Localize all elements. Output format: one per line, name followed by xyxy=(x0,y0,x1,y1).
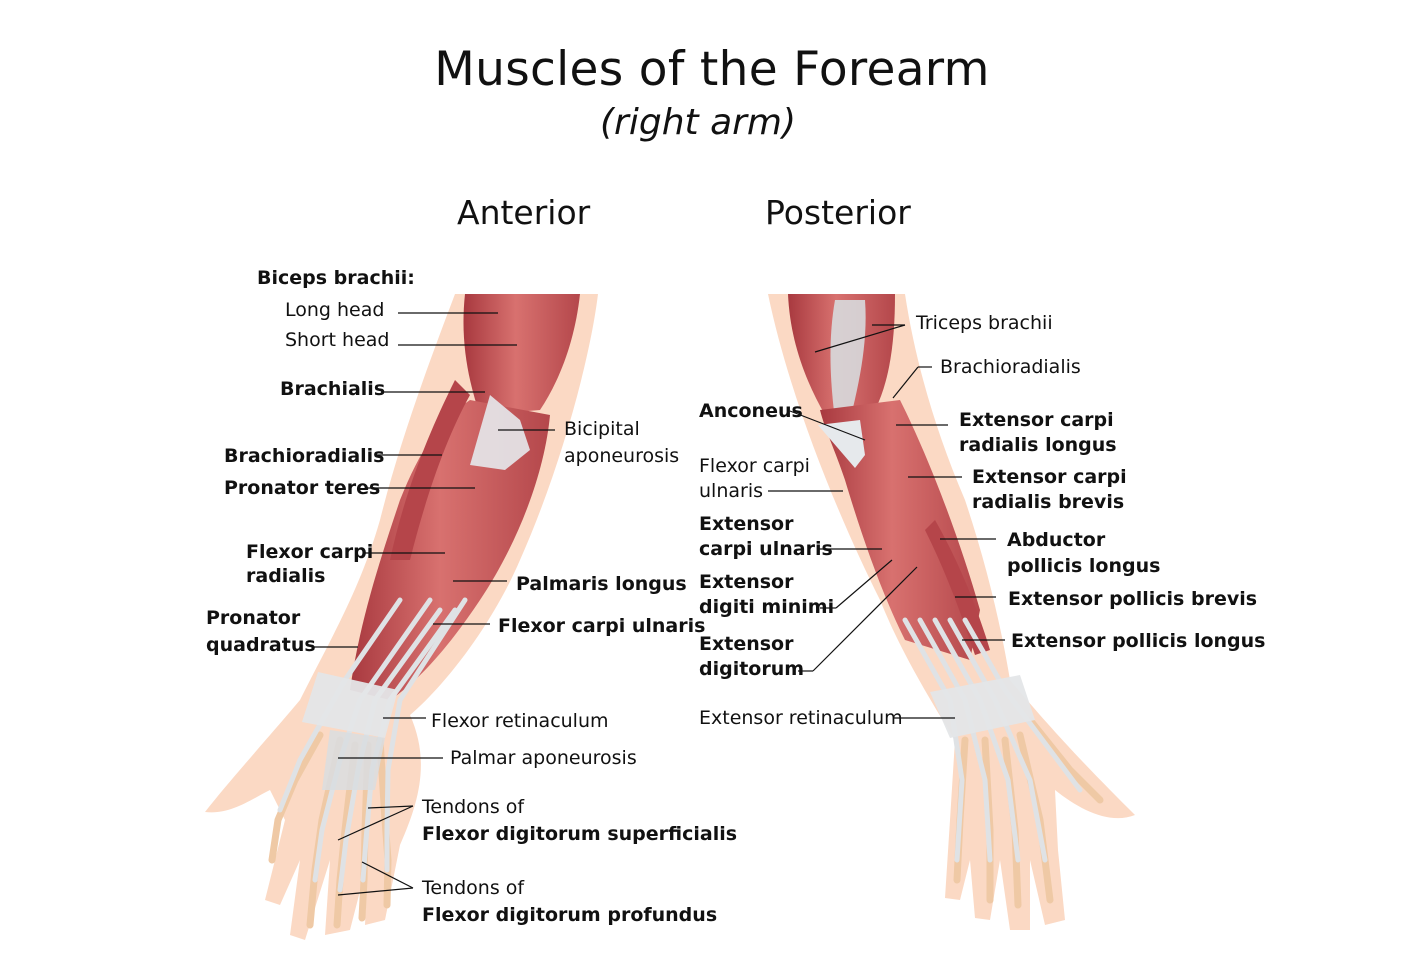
anterior-brachioradialis xyxy=(390,380,470,560)
label-epb: Extensor pollicis brevis xyxy=(1008,588,1258,610)
label-fds-line1: Tendons of xyxy=(422,796,525,818)
label-ecrb-line1: Extensor carpi xyxy=(972,466,1127,488)
label-pronator-teres: Pronator teres xyxy=(224,477,381,499)
label-fcr-line1: Flexor carpi xyxy=(246,541,374,563)
label-fcu-posterior-line2: ulnaris xyxy=(699,480,763,502)
label-brachioradialis-posterior: Brachioradialis xyxy=(940,356,1081,378)
label-extensor-retinaculum: Extensor retinaculum xyxy=(699,707,903,729)
posterior-abductor-pollicis xyxy=(925,520,990,655)
anterior-palmar-aponeurosis xyxy=(322,730,385,790)
anterior-view-heading: Anterior xyxy=(457,193,591,232)
label-epl: Extensor pollicis longus xyxy=(1011,630,1266,652)
label-ecrb-line2: radialis brevis xyxy=(972,491,1125,513)
label-ecrl-line1: Extensor carpi xyxy=(959,409,1114,431)
label-pq-line2: quadratus xyxy=(206,634,316,656)
label-palmaris-longus: Palmaris longus xyxy=(516,573,687,595)
label-anconeus: Anconeus xyxy=(699,400,803,422)
anterior-bicipital-aponeurosis xyxy=(470,395,530,470)
label-flexor-retinaculum: Flexor retinaculum xyxy=(431,710,609,732)
label-palmar-aponeurosis: Palmar aponeurosis xyxy=(450,747,637,769)
posterior-forearm-muscles xyxy=(820,400,980,660)
posterior-anconeus xyxy=(818,420,865,468)
posterior-tendons xyxy=(902,617,1083,863)
label-long-head: Long head xyxy=(285,299,385,321)
label-ecu-line1: Extensor xyxy=(699,513,794,535)
label-ed-line2: digitorum xyxy=(699,658,805,680)
label-fcr-line2: radialis xyxy=(246,565,326,587)
label-bicipital-line1: Bicipital xyxy=(564,418,640,440)
label-pq-line1: Pronator xyxy=(206,607,301,629)
label-edm-line2: digiti minimi xyxy=(699,596,835,618)
label-fdp-line1: Tendons of xyxy=(422,877,525,899)
posterior-triceps-tendon xyxy=(830,300,866,420)
label-ecu-line2: carpi ulnaris xyxy=(699,538,833,560)
anterior-flexor-retinaculum xyxy=(302,672,398,738)
label-ed-line1: Extensor xyxy=(699,633,794,655)
label-brachioradialis-anterior: Brachioradialis xyxy=(224,445,385,467)
label-short-head: Short head xyxy=(285,329,390,351)
label-fds-line2: Flexor digitorum superficialis xyxy=(422,823,738,845)
diagram-title: Muscles of the Forearm xyxy=(434,42,990,97)
posterior-extensor-retinaculum xyxy=(930,675,1035,738)
leader-lines xyxy=(313,312,1005,896)
label-brachialis: Brachialis xyxy=(280,378,386,400)
label-fdp-line2: Flexor digitorum profundus xyxy=(422,904,718,926)
label-apl-line1: Abductor xyxy=(1007,529,1106,551)
posterior-arm xyxy=(768,294,1135,930)
label-edm-line1: Extensor xyxy=(699,571,794,593)
anterior-arm xyxy=(205,294,598,940)
label-bicipital-line2: aponeurosis xyxy=(564,445,680,467)
label-ecrl-line2: radialis longus xyxy=(959,434,1117,456)
label-fcu-posterior-line1: Flexor carpi xyxy=(699,455,810,477)
diagram-subtitle: (right arm) xyxy=(600,102,797,143)
label-triceps-brachii: Triceps brachii xyxy=(916,312,1053,334)
label-fcu-anterior: Flexor carpi ulnaris xyxy=(498,615,706,637)
anterior-forearm-muscles xyxy=(350,400,550,700)
posterior-view-heading: Posterior xyxy=(765,193,911,232)
label-apl-line2: pollicis longus xyxy=(1007,555,1161,577)
anterior-biceps xyxy=(463,294,580,415)
label-biceps-brachii: Biceps brachii: xyxy=(257,267,415,289)
